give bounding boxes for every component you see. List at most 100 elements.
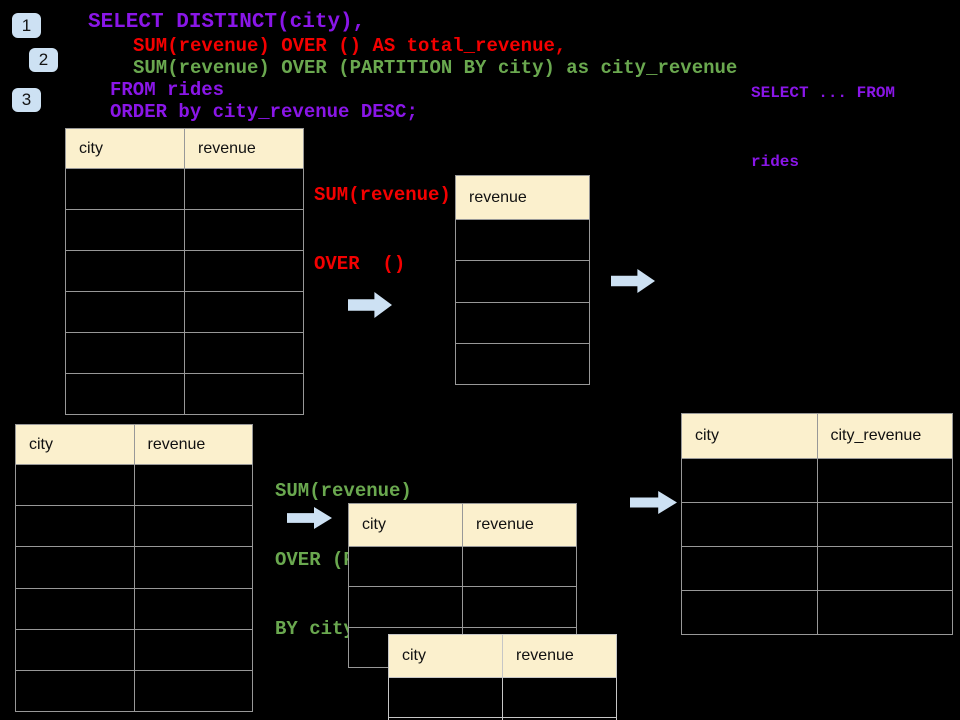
step-badge-3: 3 (12, 88, 41, 112)
table-cell-empty (133, 547, 253, 588)
table-cell-empty (184, 374, 303, 414)
table-row (682, 546, 952, 590)
table-row (16, 669, 252, 712)
table-cell-empty (66, 169, 184, 209)
table-cell-empty (66, 374, 184, 414)
column-header-revenue: revenue (462, 504, 576, 546)
side-note-line: SELECT ... FROM (751, 84, 896, 102)
table-cell-empty (456, 261, 589, 301)
table-cell-empty (349, 547, 462, 586)
table-cell-empty (16, 630, 134, 670)
column-header-city: city (29, 435, 53, 453)
table-row (349, 546, 576, 587)
column-header-revenue: revenue (502, 635, 616, 677)
table-source-rides-top: city revenue (65, 128, 304, 415)
table-cell-empty (184, 169, 303, 209)
table-row (16, 628, 252, 670)
table-row (389, 717, 616, 720)
table-cell-empty (16, 506, 134, 546)
table-result-city-revenue: city city_revenue (681, 413, 953, 635)
table-header-row: city revenue (16, 425, 252, 464)
table-cell-empty (184, 292, 303, 332)
table-row (16, 505, 253, 547)
table-cell-empty (389, 678, 502, 717)
table-cell-empty (133, 506, 253, 547)
sql-line-sum-over-total: SUM(revenue) OVER () AS total_revenue, (133, 35, 567, 57)
table-cell-empty (133, 465, 253, 506)
flow-arrow-icon (630, 491, 677, 514)
table-header-row: revenue (456, 176, 589, 219)
table-cell-empty (502, 718, 616, 720)
sql-line-from: FROM rides (110, 79, 225, 101)
table-row (682, 458, 952, 502)
side-note-select-from-rides: SELECT ... FROM rides (751, 36, 895, 220)
table-cell-empty (16, 589, 134, 629)
table-cell-empty (462, 587, 576, 627)
table-row (16, 587, 253, 629)
table-cell-empty (456, 344, 589, 384)
table-row (16, 464, 253, 506)
annotation-line: SUM(revenue) (314, 184, 451, 206)
sql-line-order-by: ORDER by city_revenue DESC; (110, 101, 418, 123)
table-row (349, 586, 576, 627)
column-header-city: city (402, 647, 426, 664)
table-cell-empty (184, 251, 303, 291)
table-row (682, 502, 952, 546)
table-cell-empty (816, 591, 953, 634)
side-note-line: rides (751, 153, 800, 171)
table-row (16, 546, 253, 588)
table-cell-empty (66, 210, 184, 250)
table-cell-empty (816, 503, 953, 546)
table-row (66, 168, 303, 209)
table-row (66, 291, 303, 332)
table-cell-empty (502, 678, 616, 717)
column-header-revenue: revenue (184, 129, 303, 168)
table-row (456, 260, 589, 301)
flow-arrow-icon (611, 269, 655, 293)
table-cell-empty (66, 251, 184, 291)
table-cell-empty (16, 547, 134, 587)
table-cell-empty (66, 333, 184, 373)
table-header-row: city revenue (349, 504, 576, 546)
table-cell-empty (462, 547, 576, 587)
table-revenue-intermediate: revenue (455, 175, 590, 385)
table-row (456, 219, 589, 260)
column-header-revenue: revenue (133, 425, 253, 464)
table-row (456, 301, 589, 343)
table-row (66, 209, 303, 250)
annotation-sum-over-empty: SUM(revenue) OVER () (314, 138, 451, 322)
column-header-city: city (79, 139, 103, 157)
annotation-line: SUM(revenue) (275, 480, 412, 502)
table-row (66, 332, 303, 373)
table-row (389, 677, 616, 717)
table-source-rides-bottom: city revenue (15, 424, 253, 712)
table-cell-empty (184, 333, 303, 373)
table-header-row: city revenue (66, 129, 303, 168)
table-cell-empty (66, 292, 184, 332)
table-cell-empty (816, 547, 953, 590)
table-cell-empty (456, 220, 589, 260)
column-header-city_revenue: city_revenue (816, 414, 953, 458)
table-cell-empty (16, 465, 134, 505)
table-row (66, 250, 303, 291)
table-partition-group-front: city revenue (388, 634, 617, 720)
column-header-city: city (362, 516, 386, 533)
table-header-row: city revenue (389, 635, 616, 677)
table-row (66, 373, 303, 414)
table-cell-empty (682, 459, 817, 502)
table-cell-empty (184, 210, 303, 250)
table-cell-empty (816, 459, 953, 502)
column-header-revenue: revenue (469, 188, 527, 206)
table-cell-empty (133, 588, 253, 629)
table-cell-empty (349, 587, 462, 626)
column-header-city: city (695, 427, 719, 444)
table-cell-empty (456, 303, 589, 343)
sql-line-sum-over-partition: SUM(revenue) OVER (PARTITION BY city) as… (133, 57, 738, 79)
table-cell-empty (682, 547, 817, 590)
step-badge-1: 1 (12, 13, 41, 38)
sql-line-select: SELECT DISTINCT(city), (88, 11, 366, 34)
annotation-line: OVER () (314, 253, 406, 275)
table-row (456, 342, 589, 384)
table-row (682, 590, 952, 634)
